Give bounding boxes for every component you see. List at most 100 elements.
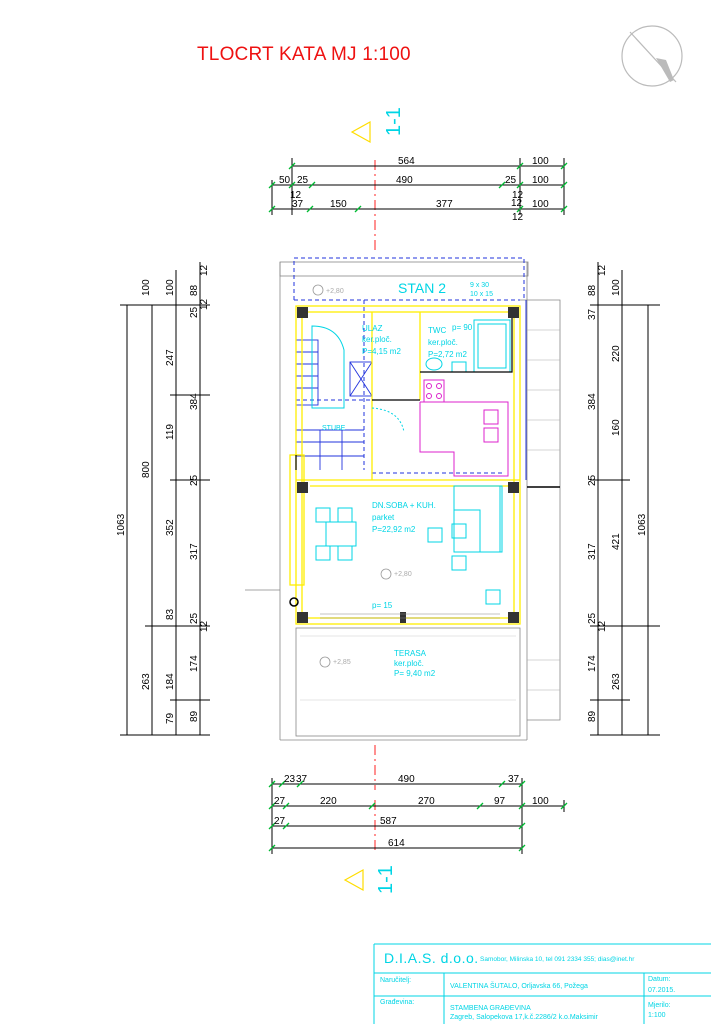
dim-left-83: 83: [165, 608, 176, 620]
dim-bottom-220: 220: [320, 796, 337, 807]
dim-left-25c: 25: [189, 612, 200, 624]
room-ulaz-name: ULAZ: [362, 324, 383, 333]
dim-left-352: 352: [165, 519, 176, 536]
room-ulaz-floor: ker.ploč.: [362, 335, 392, 344]
dim-top-150: 150: [330, 199, 347, 210]
room-dn-floor: parket: [372, 513, 395, 522]
room-terasa-name: TERASA: [394, 649, 427, 658]
room-twc-floor: ker.ploč.: [428, 338, 458, 347]
room-twc-name: TWC: [428, 326, 446, 335]
dim-left-384: 384: [189, 393, 200, 410]
dim-bottom-490: 490: [398, 774, 415, 785]
dim-left-25b: 25: [189, 474, 200, 486]
dim-left-174: 174: [189, 655, 200, 672]
room-twc-area: P=2,72 m2: [428, 350, 467, 359]
dim-right-220: 220: [611, 345, 622, 362]
dim-top-100b: 100: [532, 175, 549, 186]
dim-left-317: 317: [189, 543, 200, 560]
north-arrow-icon: [621, 25, 683, 87]
building-label: Građevina:: [380, 999, 415, 1006]
dim-bottom-614: 614: [388, 838, 405, 849]
dim-bottom-587: 587: [380, 816, 397, 827]
dim-top-377: 377: [436, 199, 453, 210]
dim-right-263: 263: [611, 673, 622, 690]
dim-top-490: 490: [396, 175, 413, 186]
section-label-bottom: 1-1: [375, 865, 397, 894]
stair-note-1: 9 x 30: [470, 282, 489, 289]
dim-bottom-100: 100: [532, 796, 549, 807]
dim-top-100a: 100: [532, 156, 549, 167]
level-mid: +2,80: [394, 571, 412, 578]
dim-left-12a: 12: [199, 264, 210, 276]
investor-label: Naručitelj:: [380, 977, 412, 984]
dim-left-800: 800: [141, 461, 152, 478]
dim-bottom-27b: 27: [274, 816, 286, 827]
dim-right-384: 384: [587, 393, 598, 410]
dim-bottom-37a: 37: [296, 774, 308, 785]
dim-top-100c: 100: [532, 199, 549, 210]
room-dn-area: P=22,92 m2: [372, 525, 416, 534]
dim-left-1063: 1063: [116, 513, 127, 536]
dim-left-119: 119: [165, 424, 176, 440]
firm-name: D.I.A.S. d.o.o.: [384, 950, 479, 966]
dim-left-79: 79: [165, 712, 176, 724]
scale-label: Mjerilo:: [648, 1002, 671, 1009]
dim-top-12a: 12: [290, 190, 302, 201]
dim-right-25b: 25: [587, 612, 598, 624]
room-terasa-area: P= 9,40 m2: [394, 669, 436, 678]
dim-left-89: 89: [189, 710, 200, 722]
dim-top-12b: 12: [512, 190, 524, 201]
dim-left-100a: 100: [141, 279, 152, 296]
dim-right-89: 89: [587, 710, 598, 722]
level-top: +2,80: [326, 288, 344, 295]
room-ulaz-area: P=4,15 m2: [362, 347, 401, 356]
dim-right-160: 160: [611, 419, 622, 436]
dim-right-1063: 1063: [637, 513, 648, 536]
drawing-title: TLOCRT KATA MJ 1:100: [197, 44, 411, 65]
dim-left-184: 184: [165, 673, 176, 690]
scale-value: 1:100: [648, 1012, 666, 1019]
room-stube: STUBE: [322, 425, 346, 432]
dim-bottom-23: 23: [284, 774, 296, 785]
dim-top-12d: 12: [512, 212, 524, 223]
dim-left-263: 263: [141, 673, 152, 690]
dim-top-564: 564: [398, 156, 415, 167]
dim-top-25b: 25: [505, 175, 517, 186]
room-twc-note: p= 90: [452, 323, 473, 332]
dim-top-12c: 12: [511, 198, 523, 209]
dim-right-37: 37: [587, 308, 598, 320]
stair-note-2: 10 x 15: [470, 291, 493, 298]
title-block: D.I.A.S. d.o.o. Samobor, Milinska 10, te…: [374, 944, 710, 1024]
dim-left-12b: 12: [199, 298, 210, 310]
date-value: 07.2015.: [648, 987, 676, 994]
level-terrace: +2,85: [333, 659, 351, 666]
dim-right-12b: 12: [597, 620, 608, 632]
apartment-label: STAN 2: [398, 280, 446, 296]
dim-bottom-97: 97: [494, 796, 506, 807]
dim-right-174: 174: [587, 655, 598, 672]
dim-right-421: 421: [611, 533, 622, 550]
dim-top-25a: 25: [297, 175, 309, 186]
dim-top-50: 50: [279, 175, 291, 186]
dim-bottom-270: 270: [418, 796, 435, 807]
date-label: Datum:: [648, 976, 671, 983]
investor-value: VALENTINA ŠUTALO, Orljavska 66, Požega: [450, 983, 588, 990]
room-terasa-floor: ker.ploč.: [394, 659, 424, 668]
opening-p15: p= 15: [372, 601, 393, 610]
dim-left-12c: 12: [199, 620, 210, 632]
dim-bottom-27a: 27: [274, 796, 286, 807]
dim-bottom-37b: 37: [508, 774, 520, 785]
dim-left-88: 88: [189, 284, 200, 296]
dim-right-100: 100: [611, 279, 622, 296]
dim-right-12a: 12: [597, 264, 608, 276]
dim-left-100b: 100: [165, 279, 176, 296]
dim-left-25a: 25: [189, 306, 200, 318]
dim-left-247: 247: [165, 349, 176, 366]
section-label-top: 1-1: [383, 107, 405, 136]
dim-right-317: 317: [587, 543, 598, 560]
room-dn-name: DN.SOBA + KUH.: [372, 501, 436, 510]
dim-right-25a: 25: [587, 474, 598, 486]
building-value-2: Zagreb, Salopekova 17,k.č.2286/2 k.o.Mak…: [450, 1014, 598, 1021]
dim-right-88: 88: [587, 284, 598, 296]
